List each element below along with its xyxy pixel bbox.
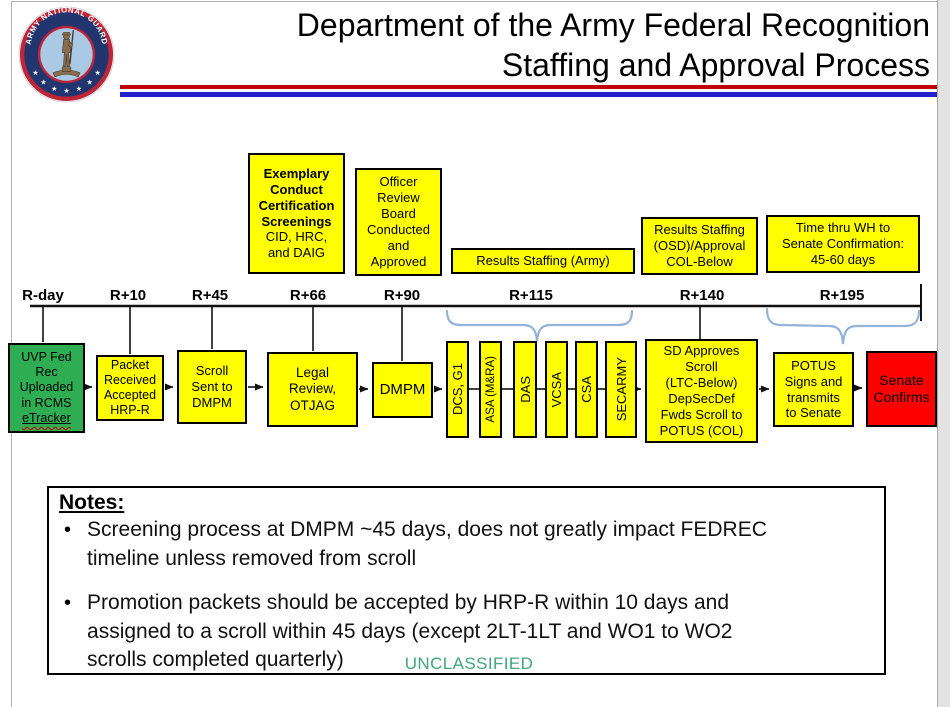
bullet-icon: • <box>64 592 72 614</box>
brace-senate-confirmation <box>765 307 921 345</box>
flow-arrows <box>84 383 863 393</box>
step-sd-approves-scroll: SD Approves Scroll (LTC-Below) DepSecDef… <box>645 339 758 443</box>
step-legal-review-otjag: Legal Review, OTJAG <box>267 352 358 427</box>
notes-box <box>47 486 886 675</box>
approver-vcsa: VCSA <box>545 341 568 438</box>
step-potus-signs: POTUS Signs and transmits to Senate <box>773 352 854 427</box>
approver-secarmy: SECARMY <box>605 341 637 438</box>
notes-heading: Notes: <box>59 491 125 514</box>
svg-text:★: ★ <box>51 85 57 93</box>
approver-asa-mra: ASA (M&RA) <box>479 341 502 438</box>
timeline-axis <box>30 284 922 321</box>
step-scroll-sent-dmpm: Scroll Sent to DMPM <box>177 350 247 424</box>
milestone-officer-review-board: Officer Review Board Conducted and Appro… <box>355 168 442 276</box>
slide-title: Department of the Army Federal Recogniti… <box>297 5 930 85</box>
timeline-ticks <box>42 307 701 361</box>
brace-results-staffing-army <box>445 309 634 342</box>
bullet-icon: • <box>64 519 72 541</box>
milestone-results-staffing-osd: Results Staffing (OSD)/Approval COL-Belo… <box>641 217 758 275</box>
timeline-label-r10: R+10 <box>109 287 147 304</box>
timeline-label-r140: R+140 <box>679 287 725 304</box>
approver-dcs-g1: DCS, G1 <box>446 341 469 438</box>
svg-text:★: ★ <box>63 87 69 95</box>
svg-text:★: ★ <box>40 79 46 87</box>
milestone-results-staffing-army: Results Staffing (Army) <box>451 248 635 274</box>
timeline-label-r-day: R-day <box>22 287 64 304</box>
approver-csa: CSA <box>575 341 598 438</box>
etracker-underlined: eTracker <box>22 410 71 425</box>
army-national-guard-seal-icon: ARMY NATIONAL GUARD ★★★★★★★ <box>18 6 115 103</box>
svg-text:★: ★ <box>32 69 38 77</box>
slide-border-right <box>937 0 938 707</box>
classification-banner: UNCLASSIFIED <box>404 654 534 673</box>
svg-text:★: ★ <box>76 85 82 93</box>
timeline-label-r115: R+115 <box>509 287 553 304</box>
notes-bullet-2: •Promotion packets should be accepted by… <box>64 589 864 675</box>
scroll-gutter <box>938 0 950 707</box>
timeline-label-r45: R+45 <box>191 287 229 304</box>
milestone-time-thru-wh: Time thru WH to Senate Confirmation: 45-… <box>766 215 920 273</box>
slide-title-line1: Department of the Army Federal Recogniti… <box>296 7 930 43</box>
seal-stars: ★★★★★★★ <box>32 69 100 95</box>
timeline-label-r195: R+195 <box>819 287 865 304</box>
slide-border-top <box>11 1 937 2</box>
divider-blue-line <box>120 92 937 97</box>
grouping-braces <box>445 307 921 345</box>
timeline-label-r66: R+66 <box>289 287 327 304</box>
svg-text:★: ★ <box>94 69 100 77</box>
svg-text:★: ★ <box>87 79 93 87</box>
minuteman-statue-icon <box>52 30 81 78</box>
step-dmpm: DMPM <box>372 362 433 418</box>
notes-bullet-1: •Screening process at DMPM ~45 days, doe… <box>64 516 864 573</box>
slide-title-line2: Staffing and Approval Process <box>501 47 930 83</box>
timeline-label-r90: R+90 <box>383 287 421 304</box>
milestone-exemplary-conduct: Exemplary Conduct Certification Screenin… <box>248 153 345 274</box>
approver-das: DAS <box>513 341 537 438</box>
step-packet-received: Packet Received Accepted HRP-R <box>96 355 164 421</box>
step-senate-confirms: Senate Confirms <box>866 351 937 427</box>
divider-red-line <box>120 85 937 89</box>
